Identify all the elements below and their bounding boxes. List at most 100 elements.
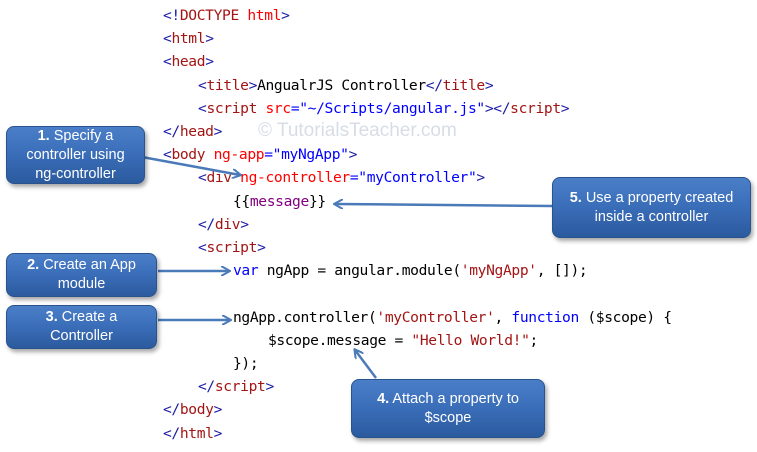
- code-line: {{message}}: [233, 192, 326, 212]
- code-token: >: [265, 378, 275, 396]
- code-line: <body ng-app="myNgApp">: [163, 145, 357, 165]
- code-token: >: [484, 76, 494, 94]
- code-token: >: [281, 7, 290, 24]
- code-token: <: [198, 99, 207, 117]
- code-token: </: [198, 215, 215, 233]
- code-token: >: [560, 99, 570, 117]
- code-line: <script>: [198, 238, 266, 258]
- code-token: ,: [494, 308, 512, 326]
- code-token: ="myNgApp": [264, 146, 349, 164]
- code-token: >: [213, 424, 223, 442]
- code-token: src: [257, 99, 291, 117]
- code-token: <: [198, 169, 207, 187]
- code-token: >: [213, 123, 223, 140]
- code-token: >: [257, 239, 266, 256]
- code-line: </div>: [198, 215, 249, 235]
- code-token: });: [233, 355, 259, 372]
- callout-use-property: 5. Use a property created inside a contro…: [552, 177, 751, 238]
- callout-number: 3.: [45, 309, 58, 325]
- callout-text: Controller: [50, 328, 113, 344]
- code-line: <html>: [163, 29, 214, 49]
- code-line: $scope.message = "Hello World!";: [268, 331, 538, 351]
- code-token: <: [163, 53, 172, 71]
- code-line: <script src="~/Scripts/angular.js"></scr…: [198, 99, 570, 119]
- code-token: ="myController": [349, 169, 477, 187]
- code-token: </: [163, 424, 180, 442]
- code-token: >: [205, 30, 214, 48]
- callout-text: Attach a property to: [392, 390, 519, 407]
- code-line: });: [233, 354, 259, 374]
- code-line: </script>: [198, 377, 274, 397]
- code-token: body: [171, 146, 206, 164]
- code-token: <: [163, 146, 172, 164]
- callout-text: ng-controller: [35, 165, 116, 182]
- code-token: </: [163, 401, 180, 419]
- code-token: 'myNgApp': [460, 262, 537, 280]
- code-line: <head>: [163, 52, 214, 72]
- callout-number: 5.: [569, 189, 582, 206]
- callout-create-app-module: 2. Create an App module: [6, 253, 157, 297]
- arrow-callout-1: [141, 155, 240, 175]
- code-token: <: [163, 30, 172, 48]
- code-line: ngApp.controller('myController', functio…: [233, 308, 672, 328]
- code-token: >: [213, 401, 223, 419]
- code-token: ng-controller: [231, 169, 350, 187]
- code-token: html: [179, 424, 214, 442]
- code-line: </body>: [163, 400, 222, 420]
- callout-text: $scope: [424, 409, 472, 426]
- code-token: {{: [233, 192, 250, 210]
- code-token: script: [206, 99, 258, 117]
- code-token: </: [163, 123, 180, 140]
- code-token: "Hello World!": [411, 331, 530, 349]
- code-token: </: [198, 378, 215, 396]
- code-token: AngualrJS Controller: [257, 76, 426, 94]
- code-token: </: [425, 76, 443, 94]
- callout-text: inside a controller: [594, 208, 709, 225]
- code-line: <!DOCTYPE html>: [163, 6, 290, 26]
- code-token: script: [510, 99, 561, 117]
- code-token: ng-app: [205, 146, 265, 164]
- code-token: body: [179, 401, 214, 419]
- code-token: head: [179, 123, 214, 140]
- code-token: title: [442, 76, 486, 94]
- code-token: message: [249, 192, 309, 210]
- code-token: >: [476, 169, 485, 187]
- code-token: <!: [163, 7, 180, 24]
- code-token: 'myController': [376, 308, 495, 326]
- code-token: >: [348, 146, 358, 164]
- code-token: ngApp.controller(: [233, 308, 377, 326]
- code-line: <title>AngualrJS Controller</title>: [198, 76, 494, 96]
- code-token: ;: [529, 331, 539, 349]
- callout-number: 1.: [37, 127, 50, 144]
- code-token: >: [248, 76, 258, 94]
- code-token: ngApp = angular.module(: [258, 262, 461, 280]
- callout-number: 2.: [27, 257, 40, 273]
- code-token: ></: [484, 99, 511, 117]
- callout-attach-property: 4. Attach a property to $scope: [351, 379, 545, 438]
- code-line: var ngApp = angular.module('myNgApp', []…: [233, 261, 588, 281]
- arrow-callout-4: [355, 350, 377, 379]
- callout-text: module: [57, 276, 106, 292]
- code-token: var: [233, 262, 259, 280]
- watermark: © TutorialsTeacher.com: [258, 120, 457, 141]
- code-token: script: [214, 378, 266, 396]
- callout-text: controller using: [26, 146, 125, 163]
- code-token: <: [198, 76, 207, 94]
- callout-text: Specify a: [53, 127, 114, 144]
- callout-specify-controller: 1. Specify a controller using ng-controlle…: [6, 126, 145, 184]
- code-line: </html>: [163, 424, 222, 444]
- code-line: </head>: [163, 122, 222, 142]
- callout-number: 4.: [377, 390, 390, 407]
- code-token: head: [171, 53, 206, 71]
- callout-text: Use a property created: [585, 189, 734, 206]
- code-token: html: [238, 7, 282, 24]
- code-token: <: [198, 239, 207, 256]
- code-token: script: [206, 239, 258, 256]
- code-token: function: [511, 308, 579, 326]
- callout-text: Create a: [61, 309, 118, 325]
- callout-text: Create an App: [43, 257, 136, 273]
- code-token: ($scope) {: [578, 308, 672, 326]
- code-token: >: [205, 53, 214, 71]
